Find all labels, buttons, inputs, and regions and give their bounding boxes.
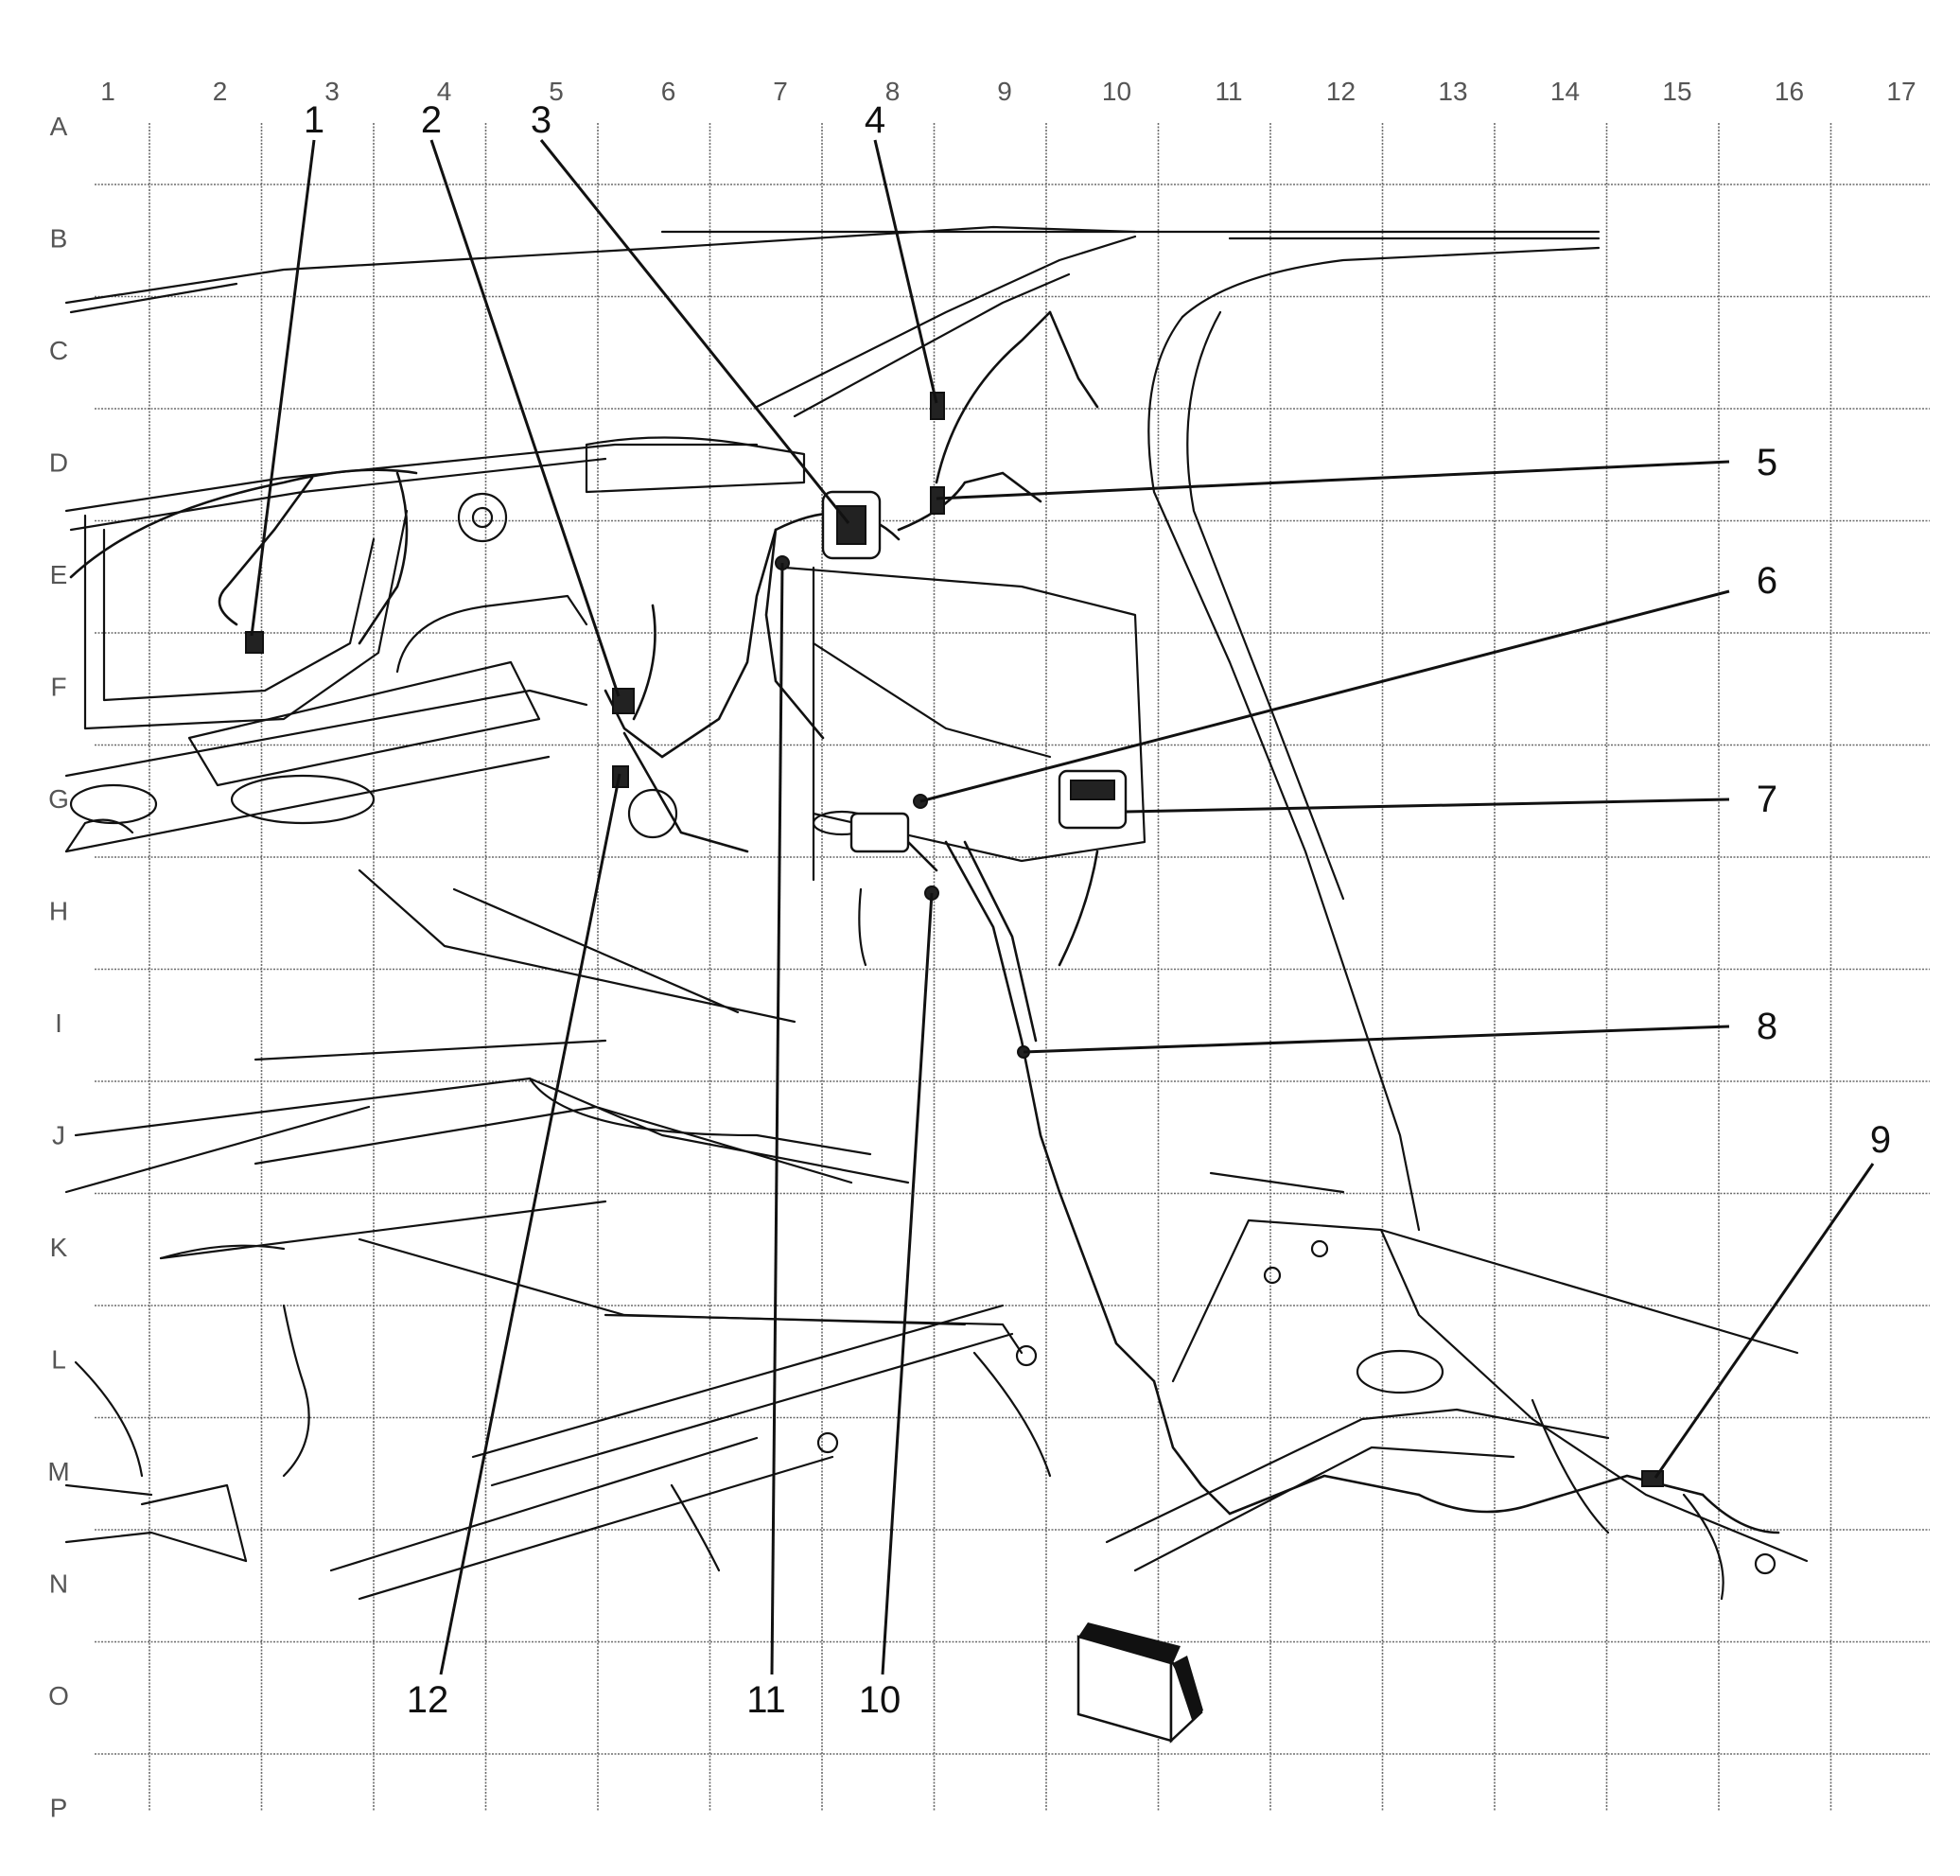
grid-row-label: C [49, 336, 68, 365]
grid-row-label: F [50, 673, 66, 702]
harness-components [245, 392, 1664, 1487]
grid-row-label: G [48, 784, 69, 814]
grid-column-label: 13 [1438, 77, 1467, 106]
grid-column-label: 11 [1215, 77, 1242, 106]
forward-direction-arrow [1076, 1622, 1203, 1744]
grid-column-label: 1 [100, 77, 115, 106]
grid-column-label: 16 [1775, 77, 1804, 106]
grid-row-label: N [49, 1569, 68, 1599]
callout-7: 7 [1757, 779, 1777, 820]
callout-numbers: 1 2 3 4 5 6 7 8 9 10 11 12 [304, 99, 1891, 1721]
connector-5 [930, 486, 945, 515]
grid-column-label: 17 [1886, 77, 1916, 106]
grid-column-label: 5 [549, 77, 564, 106]
grid-row-label: J [52, 1121, 65, 1150]
grid-row-label: K [50, 1233, 68, 1262]
callout-4: 4 [865, 99, 885, 141]
grid-row-label: O [48, 1681, 69, 1710]
connector-4 [930, 392, 945, 420]
grid-row-label: H [49, 897, 68, 926]
connector-12 [612, 765, 629, 788]
grid-row-label: M [47, 1457, 69, 1486]
wiring-harness [69, 310, 1780, 1534]
callout-leaders [250, 139, 1875, 1675]
callout-10: 10 [859, 1679, 901, 1721]
grid-column-label: 9 [997, 77, 1012, 106]
callout-11: 11 [746, 1679, 786, 1721]
grid-column-label: 6 [661, 77, 676, 106]
connector-1 [245, 631, 264, 654]
callout-6: 6 [1757, 560, 1777, 602]
grid-column-label: 14 [1550, 77, 1580, 106]
grid-column-label: 8 [885, 77, 901, 106]
grid-column-label: 15 [1662, 77, 1691, 106]
module-7-face [1070, 780, 1115, 800]
callout-1: 1 [304, 99, 324, 141]
grid-column-label: 10 [1102, 77, 1131, 106]
grid-row-label: E [50, 560, 68, 589]
callout-12: 12 [407, 1679, 449, 1721]
grid-column-label: 2 [213, 77, 228, 106]
vehicle-body-lineart [64, 225, 1809, 1601]
grid-row-label: D [49, 448, 68, 478]
connector-10-housing [849, 812, 910, 853]
grid-row-label: A [50, 112, 68, 141]
grid-row-label: L [51, 1345, 66, 1375]
callout-8: 8 [1757, 1006, 1777, 1047]
callout-5: 5 [1757, 442, 1777, 483]
grid-row-label: I [55, 1008, 62, 1038]
callout-2: 2 [421, 99, 442, 141]
grid-column-label: 7 [773, 77, 788, 106]
grid-row-label: P [50, 1794, 68, 1823]
module-3-core [836, 505, 866, 545]
grid-column-label: 3 [324, 77, 340, 106]
callout-9: 9 [1870, 1119, 1891, 1161]
grid-column-label: 12 [1326, 77, 1356, 106]
grid-column-label: 4 [437, 77, 452, 106]
grid-row-label: B [50, 224, 68, 254]
callout-3: 3 [531, 99, 551, 141]
